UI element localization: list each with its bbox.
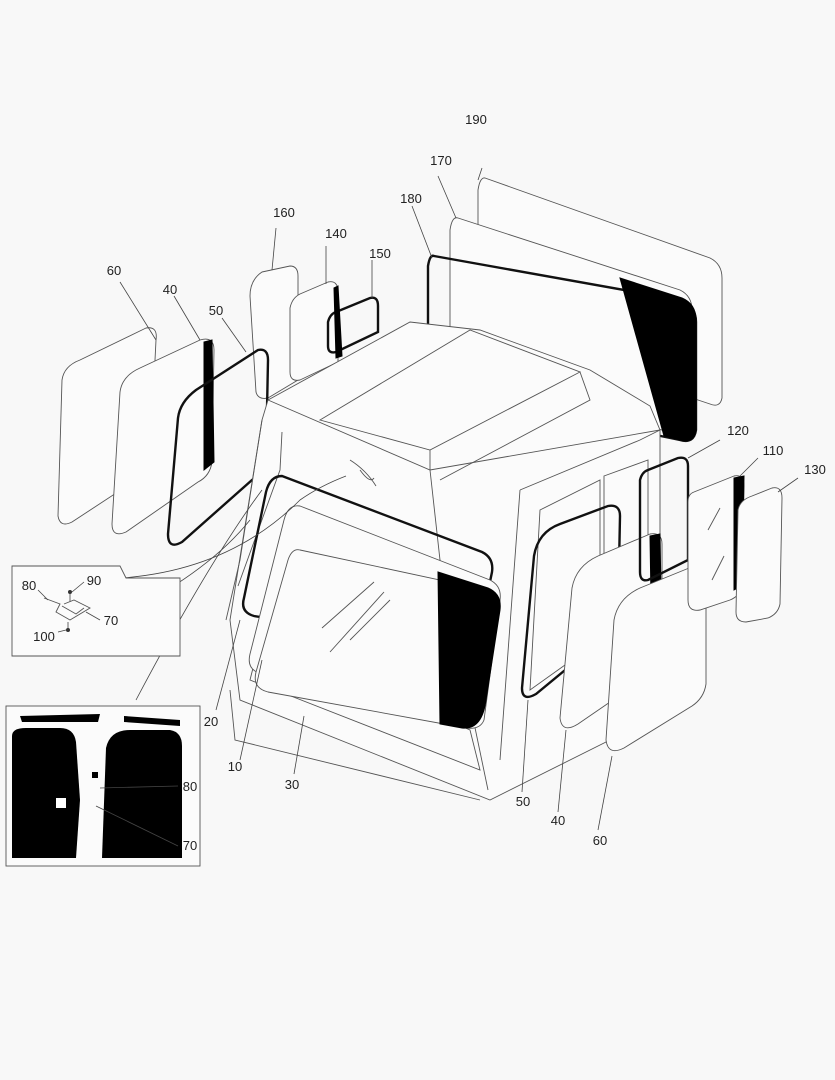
callout-10: 10: [228, 759, 242, 774]
callout-40-left: 40: [163, 282, 177, 297]
rear-quarter-seal-120: [638, 456, 690, 582]
callout-20: 20: [204, 714, 218, 729]
callout-30: 30: [285, 777, 299, 792]
side-panel-140-tint: [333, 285, 343, 359]
callout-60-left: 60: [107, 263, 121, 278]
side-panel-seal-150: [326, 296, 380, 354]
callout-40-right: 40: [551, 813, 565, 828]
rear-quarter-110-glare: [707, 507, 725, 581]
left-door-glass-40-tint: [203, 339, 215, 472]
callout-50-right: 50: [516, 794, 530, 809]
inset1-callout-80: 80: [22, 578, 36, 593]
inset1-callout-100: 100: [33, 629, 55, 644]
callout-120: 120: [727, 423, 749, 438]
side-panel-160: [249, 265, 299, 399]
inset1-callout-90: 90: [87, 573, 101, 588]
callout-150: 150: [369, 246, 391, 261]
callout-60-right: 60: [593, 833, 607, 848]
inset2-callout-70: 70: [183, 838, 197, 853]
inset1-callout-70: 70: [104, 613, 118, 628]
leader-lines: [119, 167, 799, 831]
callout-110: 110: [763, 443, 784, 458]
callout-160: 160: [273, 205, 295, 220]
side-panel-140: [289, 281, 339, 381]
callout-130: 130: [804, 462, 826, 477]
rear-quarter-glass-130: [735, 487, 783, 623]
inset-bracket-detail: [11, 565, 181, 657]
inset-photo-detail: [5, 705, 201, 867]
callout-190: 190: [465, 112, 487, 127]
callout-170: 170: [430, 153, 452, 168]
callout-180: 180: [400, 191, 422, 206]
callout-50-left: 50: [209, 303, 223, 318]
windshield-glare-lines: [321, 581, 391, 653]
inset2-callout-80: 80: [183, 779, 197, 794]
windshield-tint-band: [437, 571, 501, 729]
rear-glass-tint-band: [619, 277, 697, 442]
callout-140: 140: [325, 226, 347, 241]
